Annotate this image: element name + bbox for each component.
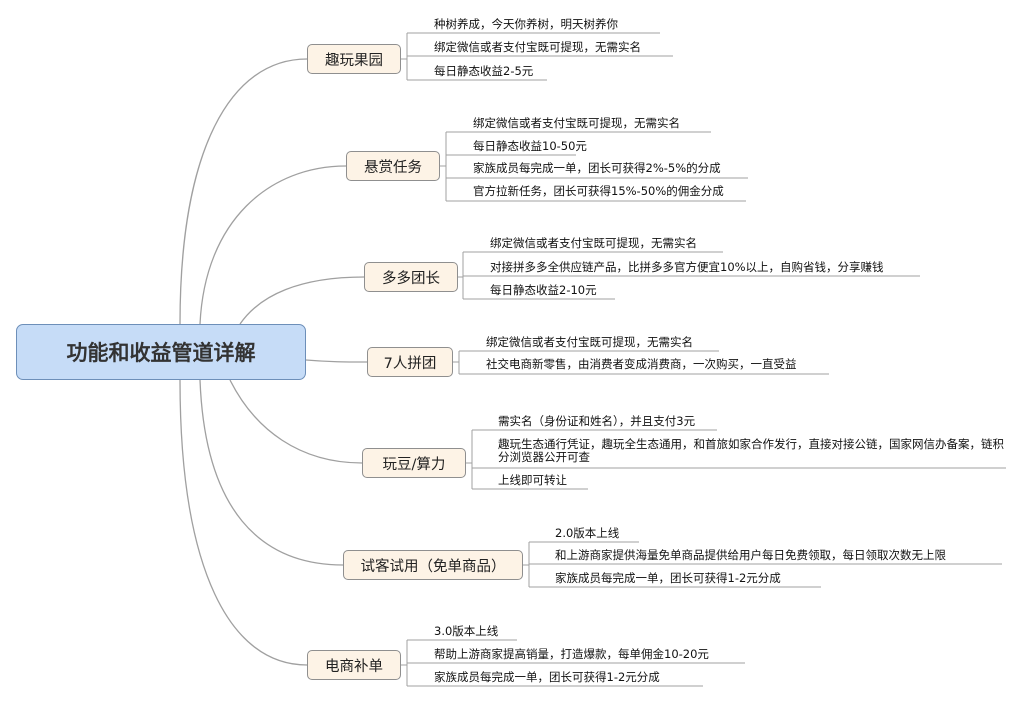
root-branch-link-beans bbox=[229, 379, 363, 464]
leaf-trial-3: 家族成员每完成一单，团长可获得1-2元分成 bbox=[555, 571, 781, 585]
leaf-beans-2: 趣玩生态通行凭证，趣玩全生态通用，和首旅如家合作发行，直接对接公链，国家网信办备… bbox=[498, 437, 1004, 464]
leaf-beans-3: 上线即可转让 bbox=[498, 473, 567, 487]
leaf-ecom-3: 家族成员每完成一单，团长可获得1-2元分成 bbox=[434, 670, 660, 684]
leaf-orchard-3: 每日静态收益2-5元 bbox=[434, 64, 534, 78]
leaf-trial-1: 2.0版本上线 bbox=[555, 526, 620, 540]
leaf-group-2: 社交电商新零售，由消费者变成消费商，一次购买，一直受益 bbox=[486, 357, 797, 371]
branch-duoduo-leader[interactable]: 多多团长 bbox=[364, 262, 458, 292]
leaf-duoduo-1: 绑定微信或者支付宝既可提现，无需实名 bbox=[490, 236, 697, 250]
leaf-ecom-2: 帮助上游商家提高销量，打造爆款，每单佣金10-20元 bbox=[434, 647, 709, 661]
root-branch-link-bounty bbox=[199, 165, 347, 325]
leaf-orchard-1: 种树养成，今天你养树，明天树养你 bbox=[434, 17, 618, 31]
branch-beans-hashpower[interactable]: 玩豆/算力 bbox=[362, 448, 466, 478]
branch-trial-products[interactable]: 试客试用（免单商品） bbox=[343, 550, 523, 580]
leaf-beans-1: 需实名（身份证和姓名），并且支付3元 bbox=[498, 414, 696, 428]
leaf-duoduo-3: 每日静态收益2-10元 bbox=[490, 283, 597, 297]
branch-bounty-task[interactable]: 悬赏任务 bbox=[346, 151, 440, 181]
leaf-ecom-1: 3.0版本上线 bbox=[434, 624, 499, 638]
leaf-trial-2: 和上游商家提供海量免单商品提供给用户每日免费领取，每日领取次数无上限 bbox=[555, 548, 946, 562]
root-branch-link-ecom bbox=[179, 379, 308, 666]
root-topic[interactable]: 功能和收益管道详解 bbox=[16, 324, 306, 380]
root-branch-link-group bbox=[305, 359, 368, 363]
root-branch-link-trial bbox=[199, 379, 344, 566]
branch-orchard[interactable]: 趣玩果园 bbox=[307, 44, 401, 74]
leaf-bounty-2: 每日静态收益10-50元 bbox=[473, 139, 587, 153]
leaf-orchard-2: 绑定微信或者支付宝既可提现，无需实名 bbox=[434, 40, 641, 54]
root-branch-link-orchard bbox=[179, 58, 308, 325]
leaf-bounty-4: 官方拉新任务，团长可获得15%-50%的佣金分成 bbox=[473, 184, 724, 198]
leaf-group-1: 绑定微信或者支付宝既可提现，无需实名 bbox=[486, 335, 693, 349]
root-branch-link-duoduo bbox=[239, 276, 365, 325]
leaf-bounty-3: 家族成员每完成一单，团长可获得2%-5%的分成 bbox=[473, 161, 721, 175]
leaf-bounty-1: 绑定微信或者支付宝既可提现，无需实名 bbox=[473, 116, 680, 130]
branch-ecommerce-orders[interactable]: 电商补单 bbox=[307, 650, 401, 680]
leaf-duoduo-2: 对接拼多多全供应链产品，比拼多多官方便宜10%以上，自购省钱，分享赚钱 bbox=[490, 260, 884, 274]
branch-group-buy[interactable]: 7人拼团 bbox=[367, 347, 453, 377]
